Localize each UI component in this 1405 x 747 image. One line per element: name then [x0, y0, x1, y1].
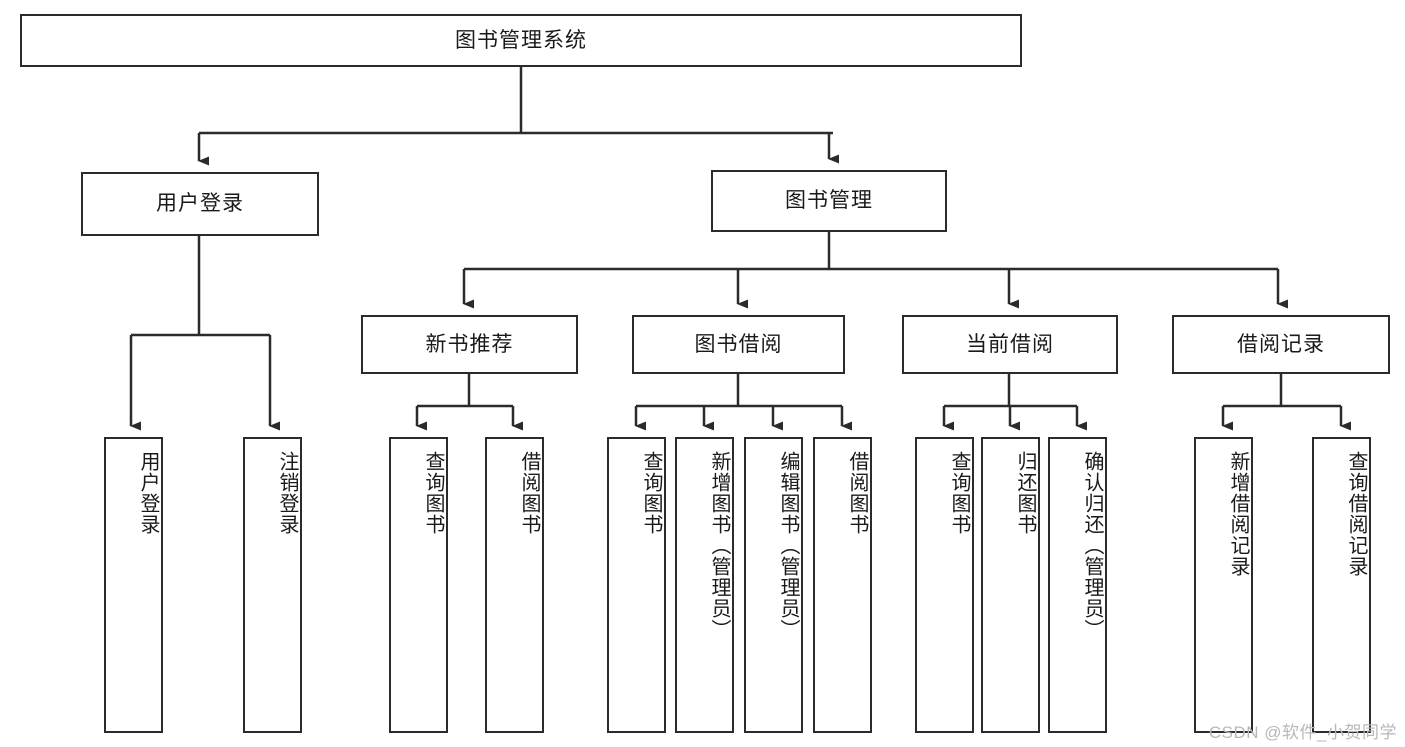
node-book-management[interactable]: 图书管理 [711, 170, 947, 232]
node-label: 注销登录 [276, 451, 298, 535]
node-label: 归还图书 [1014, 451, 1036, 535]
node-label: 新增图书（管理员） [708, 451, 730, 640]
leaf-user-logout[interactable]: 注销登录 [243, 437, 302, 733]
node-label: 查询借阅记录 [1345, 451, 1367, 577]
node-label: 新书推荐 [425, 332, 514, 356]
leaf-current-confirm-return-admin[interactable]: 确认归还（管理员） [1048, 437, 1107, 733]
node-new-book-recommend[interactable]: 新书推荐 [361, 315, 578, 374]
leaf-user-login[interactable]: 用户登录 [104, 437, 163, 733]
leaf-record-query[interactable]: 查询借阅记录 [1312, 437, 1371, 733]
leaf-record-add[interactable]: 新增借阅记录 [1194, 437, 1253, 733]
node-label: 当前借阅 [966, 332, 1054, 356]
leaf-new-book-query[interactable]: 查询图书 [389, 437, 448, 733]
leaf-borrow-borrow-book[interactable]: 借阅图书 [813, 437, 872, 733]
node-root-system[interactable]: 图书管理系统 [20, 14, 1022, 67]
node-label: 借阅图书 [518, 451, 540, 535]
node-label: 用户登录 [156, 192, 244, 216]
node-label: 查询图书 [640, 451, 662, 535]
leaf-borrow-edit-book-admin[interactable]: 编辑图书（管理员） [744, 437, 803, 733]
leaf-current-query-book[interactable]: 查询图书 [915, 437, 974, 733]
node-current-borrow[interactable]: 当前借阅 [902, 315, 1118, 374]
node-label: 借阅记录 [1237, 332, 1325, 356]
node-label: 确认归还（管理员） [1081, 451, 1103, 640]
node-label: 图书管理系统 [455, 28, 587, 52]
node-label: 查询图书 [948, 451, 970, 535]
node-label: 图书借阅 [694, 332, 783, 356]
node-borrow-record[interactable]: 借阅记录 [1172, 315, 1390, 374]
leaf-borrow-add-book-admin[interactable]: 新增图书（管理员） [675, 437, 734, 733]
leaf-borrow-query-book[interactable]: 查询图书 [607, 437, 666, 733]
node-user-login[interactable]: 用户登录 [81, 172, 319, 236]
node-label: 图书管理 [785, 189, 873, 213]
node-label: 编辑图书（管理员） [777, 451, 799, 640]
node-label: 新增借阅记录 [1227, 451, 1249, 577]
csdn-watermark: CSDN @软件_小贺同学 [1208, 723, 1397, 742]
node-book-borrow[interactable]: 图书借阅 [632, 315, 845, 374]
leaf-current-return-book[interactable]: 归还图书 [981, 437, 1040, 733]
leaf-new-book-borrow[interactable]: 借阅图书 [485, 437, 544, 733]
node-label: 查询图书 [422, 451, 444, 535]
node-label: 用户登录 [137, 451, 159, 535]
node-label: 借阅图书 [846, 451, 868, 535]
